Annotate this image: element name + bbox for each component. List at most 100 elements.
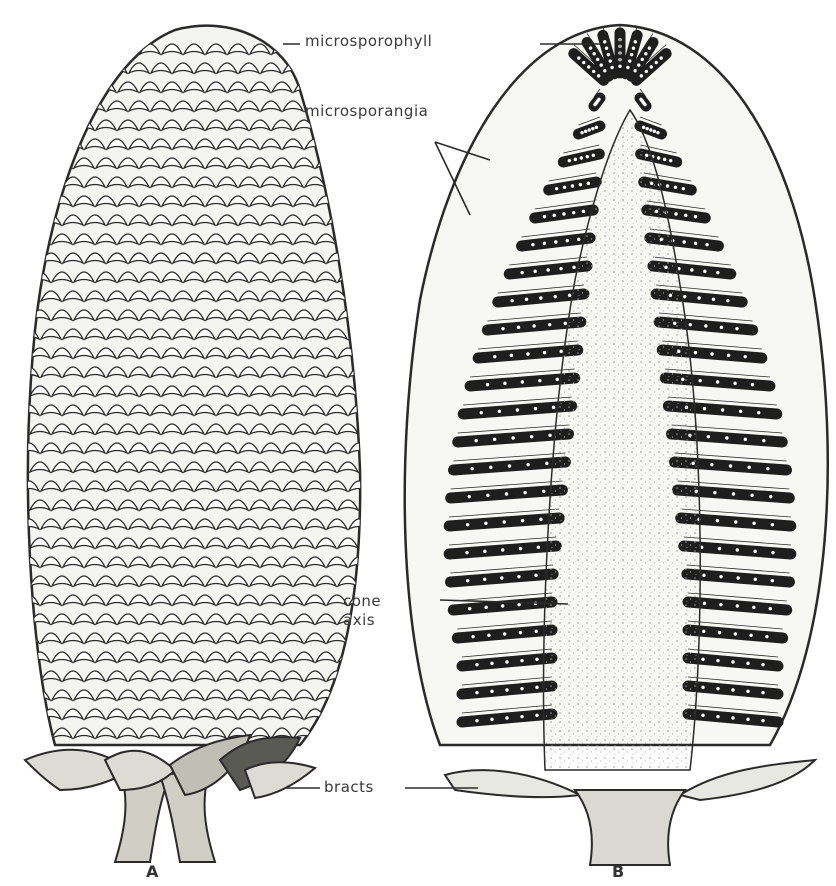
label-bracts: bracts bbox=[324, 780, 374, 795]
microsporophyll-scale bbox=[74, 44, 94, 54]
microsporophyll-scale bbox=[360, 272, 380, 282]
microsporophyll-scale bbox=[338, 234, 358, 244]
label-microsporangia: microsporangia bbox=[305, 104, 428, 119]
label-axis: axis bbox=[343, 613, 375, 628]
cone-b-section bbox=[405, 24, 828, 770]
microsporophyll-scale bbox=[41, 101, 61, 111]
microsporophyll-scale bbox=[327, 709, 347, 719]
microsporophyll-scale bbox=[8, 44, 28, 54]
microsporophyll-scale bbox=[19, 215, 39, 225]
microsporophyll-scale bbox=[30, 120, 50, 130]
microsporophyll-scale bbox=[30, 82, 50, 92]
microsporophyll-scale bbox=[360, 424, 380, 434]
microsporophyll-scale bbox=[41, 139, 61, 149]
microsporophyll-scale bbox=[316, 728, 336, 738]
microsporophyll-scale bbox=[30, 728, 50, 738]
microsporophyll-scale bbox=[360, 652, 380, 662]
microsporophyll-scale bbox=[360, 386, 380, 396]
microsporophyll-scale bbox=[349, 253, 369, 263]
microsporophyll-scale bbox=[8, 614, 28, 624]
microsporophyll-scale bbox=[349, 291, 369, 301]
microsporophyll-scale bbox=[338, 196, 358, 206]
label-cone: cone bbox=[343, 594, 381, 609]
microsporophyll-scale bbox=[338, 120, 358, 130]
microsporophyll-scale bbox=[8, 690, 28, 700]
microsporophyll-scale bbox=[349, 671, 369, 681]
microsporophyll-scale bbox=[8, 196, 28, 206]
cone-a-exterior bbox=[8, 26, 380, 757]
bracts-b bbox=[445, 760, 815, 865]
microsporophyll-scale bbox=[327, 139, 347, 149]
microsporophyll-scale bbox=[8, 158, 28, 168]
microsporophyll-scale bbox=[41, 177, 61, 187]
microsporophyll-scale bbox=[327, 177, 347, 187]
microsporophyll-scale bbox=[349, 139, 369, 149]
bracts-a bbox=[25, 735, 315, 862]
microsporophyll-scale bbox=[8, 310, 28, 320]
microsporophyll-scale bbox=[338, 82, 358, 92]
microsporophyll-scale bbox=[8, 120, 28, 130]
microsporophyll-scale bbox=[360, 120, 380, 130]
microsporophyll-scale bbox=[360, 728, 380, 738]
microsporophyll-scale bbox=[30, 44, 50, 54]
microsporophyll-scale bbox=[349, 747, 369, 757]
microsporophyll-scale bbox=[349, 215, 369, 225]
microsporophyll-scale bbox=[52, 44, 72, 54]
microsporophyll-scale bbox=[8, 500, 28, 510]
microsporophyll-scale bbox=[52, 82, 72, 92]
microsporophyll-scale bbox=[360, 196, 380, 206]
microsporophyll-scale bbox=[74, 82, 94, 92]
microsporophyll-scale bbox=[41, 63, 61, 73]
microsporophyll-scale bbox=[305, 747, 325, 757]
microsporophyll-scale bbox=[349, 709, 369, 719]
microsporophyll-scale bbox=[30, 234, 50, 244]
microsporophyll-scale bbox=[338, 728, 358, 738]
microsporophyll-scale bbox=[8, 728, 28, 738]
microsporophyll-scale bbox=[338, 158, 358, 168]
microsporophyll-scale bbox=[8, 462, 28, 472]
microsporophyll-scale bbox=[327, 63, 347, 73]
microsporophyll-scale bbox=[349, 63, 369, 73]
microsporophyll-scale bbox=[30, 196, 50, 206]
microsporophyll-scale bbox=[360, 500, 380, 510]
microsporophyll-scale bbox=[30, 158, 50, 168]
microsporophyll-scale bbox=[19, 253, 39, 263]
microsporophyll-scale bbox=[96, 44, 116, 54]
microsporophyll-scale bbox=[118, 44, 138, 54]
microsporophyll-scale bbox=[19, 671, 39, 681]
microsporophyll-scale bbox=[349, 329, 369, 339]
microsporophyll-scale bbox=[360, 158, 380, 168]
microsporophyll-scale bbox=[19, 101, 39, 111]
microsporophyll-scale bbox=[360, 348, 380, 358]
microsporophyll-scale bbox=[360, 310, 380, 320]
microsporophyll-scale bbox=[360, 462, 380, 472]
microsporophyll-scale bbox=[8, 576, 28, 586]
microsporophyll-scale bbox=[19, 139, 39, 149]
panel-label-a: A bbox=[146, 864, 158, 880]
microsporophyll-scale bbox=[8, 538, 28, 548]
microsporophyll-scale bbox=[360, 576, 380, 586]
microsporophyll-scale bbox=[316, 82, 336, 92]
microsporophyll-scale bbox=[305, 63, 325, 73]
microsporophyll-scale bbox=[327, 747, 347, 757]
microsporophyll-scale bbox=[63, 101, 83, 111]
microsporophyll-scale bbox=[8, 82, 28, 92]
microsporophyll-scale bbox=[338, 690, 358, 700]
microsporophyll-scale bbox=[8, 424, 28, 434]
microsporophyll-scale bbox=[85, 63, 105, 73]
microsporophyll-scale bbox=[8, 386, 28, 396]
microsporophyll-scale bbox=[8, 272, 28, 282]
microsporangium-apex bbox=[618, 24, 621, 73]
microsporophyll-scale bbox=[360, 538, 380, 548]
microsporophyll-scale bbox=[360, 82, 380, 92]
microsporophyll-scale bbox=[8, 348, 28, 358]
microsporophyll-scale bbox=[19, 291, 39, 301]
microsporophyll-scale bbox=[8, 652, 28, 662]
microsporophyll-scale bbox=[8, 234, 28, 244]
panel-label-b: B bbox=[612, 864, 624, 880]
microsporophyll-scale bbox=[349, 633, 369, 643]
microsporophyll-scale bbox=[52, 158, 72, 168]
microsporophyll-scale bbox=[360, 234, 380, 244]
microsporophyll-scale bbox=[19, 177, 39, 187]
